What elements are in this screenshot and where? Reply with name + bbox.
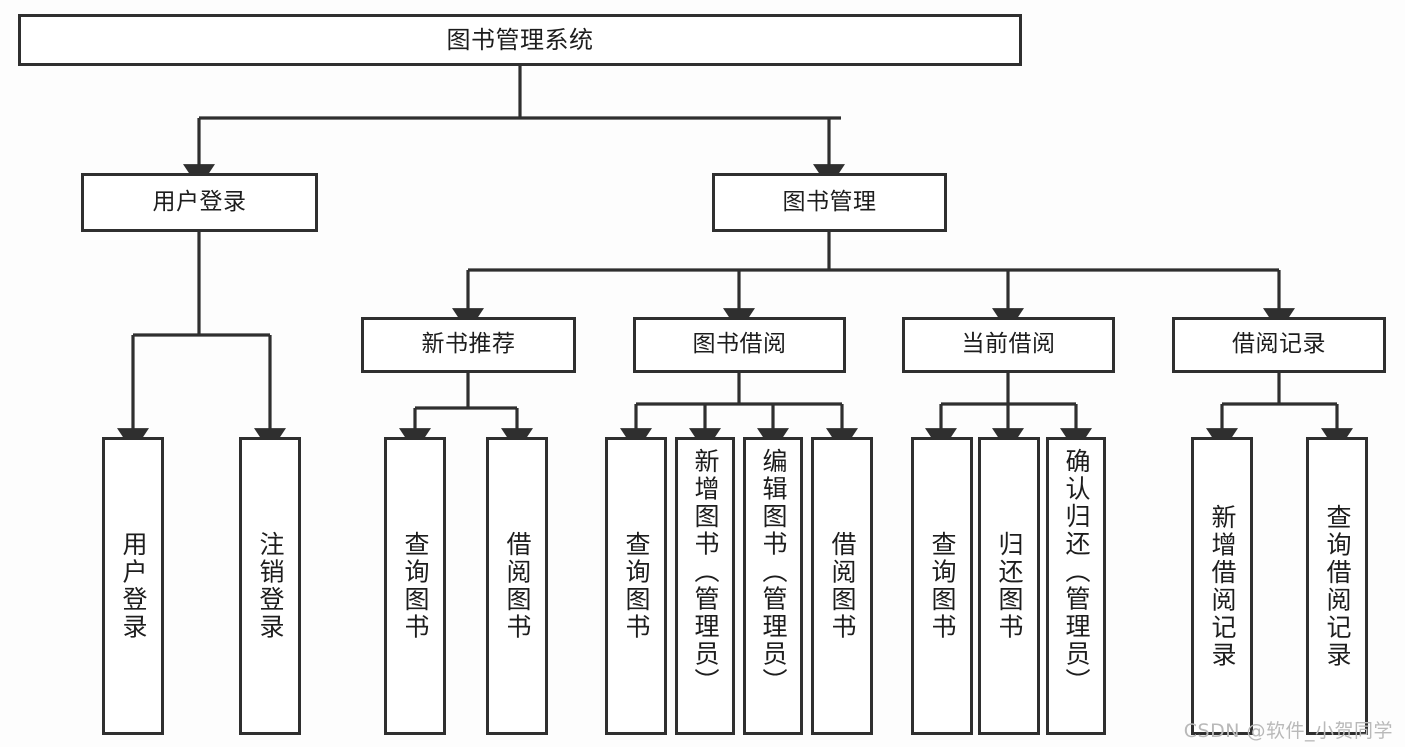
leaf-borrow-book-newbook[interactable]: 借阅图书 xyxy=(486,437,548,735)
node-user-login[interactable]: 用户登录 xyxy=(81,173,318,232)
leaf-query-borrow-record[interactable]: 查询借阅记录 xyxy=(1306,437,1368,735)
node-label: 查询图书 xyxy=(401,531,430,641)
node-label: 查询图书 xyxy=(928,531,957,641)
node-label: 归还图书 xyxy=(995,531,1024,641)
node-current-borrow[interactable]: 当前借阅 xyxy=(902,317,1115,373)
leaf-return-book[interactable]: 归还图书 xyxy=(978,437,1040,735)
node-label: 新增借阅记录 xyxy=(1208,503,1237,669)
node-new-book-recommend[interactable]: 新书推荐 xyxy=(361,317,576,373)
node-label: 新增图书（管理员） xyxy=(691,448,720,696)
node-book-borrow[interactable]: 图书借阅 xyxy=(633,317,846,373)
node-label: 用户登录 xyxy=(119,531,148,641)
node-label: 用户登录 xyxy=(152,188,247,215)
node-label: 当前借阅 xyxy=(961,331,1056,358)
leaf-user-login[interactable]: 用户登录 xyxy=(102,437,164,735)
node-label: 图书借阅 xyxy=(692,331,787,358)
leaf-query-book-borrow[interactable]: 查询图书 xyxy=(605,437,667,735)
node-root-system[interactable]: 图书管理系统 xyxy=(18,14,1022,66)
node-label: 借阅记录 xyxy=(1232,331,1326,358)
node-label: 图书管理 xyxy=(782,188,877,215)
leaf-confirm-return-admin[interactable]: 确认归还（管理员） xyxy=(1046,437,1106,735)
node-label: 图书管理系统 xyxy=(446,25,594,54)
leaf-query-book-current[interactable]: 查询图书 xyxy=(911,437,973,735)
node-label: 注销登录 xyxy=(256,531,285,641)
node-label: 查询借阅记录 xyxy=(1323,503,1352,669)
leaf-logout-login[interactable]: 注销登录 xyxy=(239,437,301,735)
leaf-add-borrow-record[interactable]: 新增借阅记录 xyxy=(1191,437,1253,735)
node-label: 确认归还（管理员） xyxy=(1062,448,1091,696)
leaf-borrow-book-borrow[interactable]: 借阅图书 xyxy=(811,437,873,735)
node-label: 借阅图书 xyxy=(503,531,532,641)
leaf-query-book-newbook[interactable]: 查询图书 xyxy=(384,437,446,735)
node-label: 编辑图书（管理员） xyxy=(759,448,788,696)
node-borrow-records[interactable]: 借阅记录 xyxy=(1172,317,1386,373)
leaf-add-book-admin[interactable]: 新增图书（管理员） xyxy=(675,437,735,735)
leaf-edit-book-admin[interactable]: 编辑图书（管理员） xyxy=(743,437,803,735)
node-label: 借阅图书 xyxy=(828,531,857,641)
node-label: 新书推荐 xyxy=(421,331,516,358)
node-book-management[interactable]: 图书管理 xyxy=(712,173,947,232)
node-label: 查询图书 xyxy=(622,531,651,641)
